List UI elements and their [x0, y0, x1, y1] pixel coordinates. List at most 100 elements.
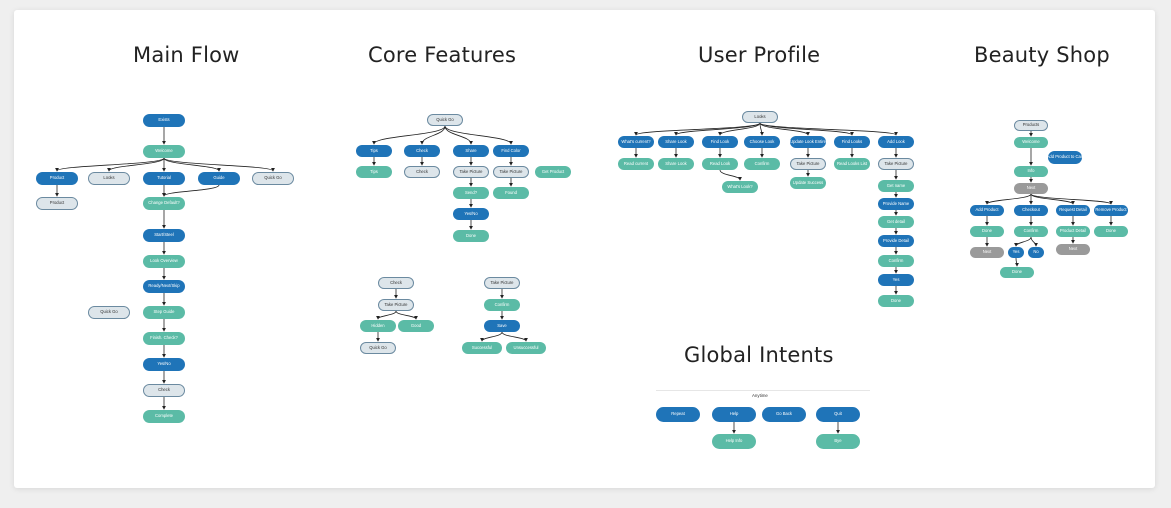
node-up-provide-detail[interactable]: Provide Detail: [878, 235, 914, 247]
node-up-take-picture[interactable]: Take Picture: [790, 158, 826, 170]
node-up-update-success[interactable]: Update Success: [790, 177, 826, 189]
node-product[interactable]: Product: [36, 172, 78, 185]
node-up-read-looks-list[interactable]: Read Looks List: [834, 158, 870, 170]
node-up-get-name[interactable]: Get name: [878, 180, 914, 192]
node-cf-check-2[interactable]: Check: [404, 166, 440, 178]
node-up-share-look-2[interactable]: Share Look: [658, 158, 694, 170]
node-gi-bye[interactable]: Bye: [816, 434, 860, 449]
node-finish-check[interactable]: Finish. Check?: [143, 332, 185, 345]
node-looks[interactable]: Looks: [88, 172, 130, 185]
node-bs-remove-product[interactable]: Remove Product: [1094, 205, 1128, 216]
node-cf-find-color[interactable]: Find Color: [493, 145, 529, 157]
node-bs-done-3[interactable]: Done: [1000, 267, 1034, 278]
node-change-default[interactable]: Change Default?: [143, 197, 185, 210]
node-cf-check[interactable]: Check: [404, 145, 440, 157]
node-welcome[interactable]: Welcome: [143, 145, 185, 158]
node-cf-sub1-check[interactable]: Check: [378, 277, 414, 289]
node-up-provide-name[interactable]: Provide Name: [878, 198, 914, 210]
node-gi-quit[interactable]: Quit: [816, 407, 860, 422]
edge-node-cf-quick-go-to-node-cf-check: [420, 125, 446, 145]
edge-node-cf-quick-go-to-node-cf-tips: [372, 125, 446, 145]
node-cf-tips[interactable]: Tips: [356, 145, 392, 157]
node-cf-sub1-good[interactable]: Good: [398, 320, 434, 332]
edge-node-welcome-to-node-quick-go: [163, 157, 275, 172]
node-bs-no[interactable]: No: [1028, 247, 1044, 258]
node-cf-sub2-successful[interactable]: Successful: [462, 342, 502, 354]
node-up-share-look[interactable]: Share Look: [658, 136, 694, 148]
node-cf-tips-2[interactable]: Tips: [356, 166, 392, 178]
node-cf-take-picture[interactable]: Take Picture: [453, 166, 489, 178]
node-look-overview[interactable]: Look Overview: [143, 255, 185, 268]
node-up-get-detail[interactable]: Get detail: [878, 216, 914, 228]
edge-node-up-read-look-to-node-up-whats-look: [719, 169, 742, 181]
edge-node-bs-confirm-to-node-bs-no: [1030, 236, 1038, 247]
edge-node-up-looks-to-node-up-find-look: [718, 122, 761, 136]
node-ready-next-skip[interactable]: Ready/Next/Skip: [143, 280, 185, 293]
node-bs-next-3[interactable]: Next: [1056, 244, 1090, 255]
node-start-steel[interactable]: Start/Steel: [143, 229, 185, 242]
node-bs-checkout[interactable]: Checkout: [1014, 205, 1048, 216]
node-tutorial[interactable]: Tutorial: [143, 172, 185, 185]
node-cf-take-picture-2[interactable]: Take Picture: [493, 166, 529, 178]
node-bs-add-product[interactable]: Add Product: [970, 205, 1004, 216]
node-cf-sub2-take-picture[interactable]: Take Picture: [484, 277, 520, 289]
node-bs-next[interactable]: Next: [1014, 183, 1048, 194]
node-cf-send[interactable]: Send?: [453, 187, 489, 199]
node-gi-help-info[interactable]: Help Info: [712, 434, 756, 449]
node-cf-sub1-quick-go[interactable]: Quick Go: [360, 342, 396, 354]
node-bs-info[interactable]: Info: [1014, 166, 1048, 177]
node-cf-share[interactable]: Share: [453, 145, 489, 157]
node-check[interactable]: Check: [143, 384, 185, 397]
node-cf-done[interactable]: Done: [453, 230, 489, 242]
node-cf-get-product[interactable]: Get Product: [535, 166, 571, 178]
node-yes-no[interactable]: Yes/No: [143, 358, 185, 371]
node-bs-done-2[interactable]: Done: [1094, 226, 1128, 237]
node-bs-next-2[interactable]: Next: [970, 247, 1004, 258]
node-up-find-look[interactable]: Find Look: [702, 136, 738, 148]
node-cf-sub2-save[interactable]: Save: [484, 320, 520, 332]
node-bs-products[interactable]: Products: [1014, 120, 1048, 131]
node-product-2[interactable]: Product: [36, 197, 78, 210]
node-bs-done[interactable]: Done: [970, 226, 1004, 237]
node-bs-request-detail[interactable]: Request Detail: [1056, 205, 1090, 216]
node-cf-sub2-confirm[interactable]: Confirm: [484, 299, 520, 311]
node-step-guide[interactable]: Step Guide: [143, 306, 185, 319]
node-quick-go[interactable]: Quick Go: [252, 172, 294, 185]
node-bs-yes[interactable]: Yes: [1008, 247, 1024, 258]
node-up-add-look[interactable]: Add Look: [878, 136, 914, 148]
node-bs-welcome[interactable]: Welcome: [1014, 137, 1048, 148]
node-up-looks[interactable]: Looks: [742, 111, 778, 123]
node-up-take-picture-2[interactable]: Take Picture: [878, 158, 914, 170]
node-gi-help[interactable]: Help: [712, 407, 756, 422]
node-up-confirm[interactable]: Confirm: [744, 158, 780, 170]
node-cf-sub1-hidden[interactable]: Hidden: [360, 320, 396, 332]
edge-node-guide-to-node-change-default: [162, 184, 220, 197]
node-cf-sub2-unsuccessful[interactable]: Unsuccessful: [506, 342, 546, 354]
node-up-read-look[interactable]: Read Look: [702, 158, 738, 170]
node-bs-product-detail[interactable]: Product Detail: [1056, 226, 1090, 237]
node-up-whats-look[interactable]: What's Look?: [722, 181, 758, 193]
edge-node-bs-yes-to-node-bs-done-3: [1014, 257, 1019, 267]
node-up-choose-look[interactable]: Choose Look: [744, 136, 780, 148]
node-up-read-current[interactable]: Read current: [618, 158, 654, 170]
node-gi-repeat[interactable]: Repeat: [656, 407, 700, 422]
node-bs-confirm[interactable]: Confirm: [1014, 226, 1048, 237]
node-bs-add-product-to-cart[interactable]: Add Product to Cart: [1048, 151, 1082, 164]
node-exists[interactable]: Exists: [143, 114, 185, 127]
node-quick-go-2[interactable]: Quick Go: [88, 306, 130, 319]
node-up-done[interactable]: Done: [878, 295, 914, 307]
node-complete[interactable]: Complete: [143, 410, 185, 423]
node-cf-yes-no[interactable]: Yes/No: [453, 208, 489, 220]
node-cf-quick-go[interactable]: Quick Go: [427, 114, 463, 126]
node-up-yes[interactable]: Yes: [878, 274, 914, 286]
node-cf-found[interactable]: Found: [493, 187, 529, 199]
edge-node-up-looks-to-node-up-share-look: [674, 122, 761, 136]
node-guide[interactable]: Guide: [198, 172, 240, 185]
node-up-confirm-2[interactable]: Confirm: [878, 255, 914, 267]
node-up-update-look[interactable]: Update Look Entire: [790, 136, 826, 148]
node-up-whats-current[interactable]: What's current?: [618, 136, 654, 148]
node-gi-go-back[interactable]: Go Back: [762, 407, 806, 422]
node-up-find-looks[interactable]: Find Looks: [834, 136, 870, 148]
node-cf-sub1-take-picture[interactable]: Take Picture: [378, 299, 414, 311]
edge-node-cf-quick-go-to-node-cf-find-color: [444, 125, 513, 145]
